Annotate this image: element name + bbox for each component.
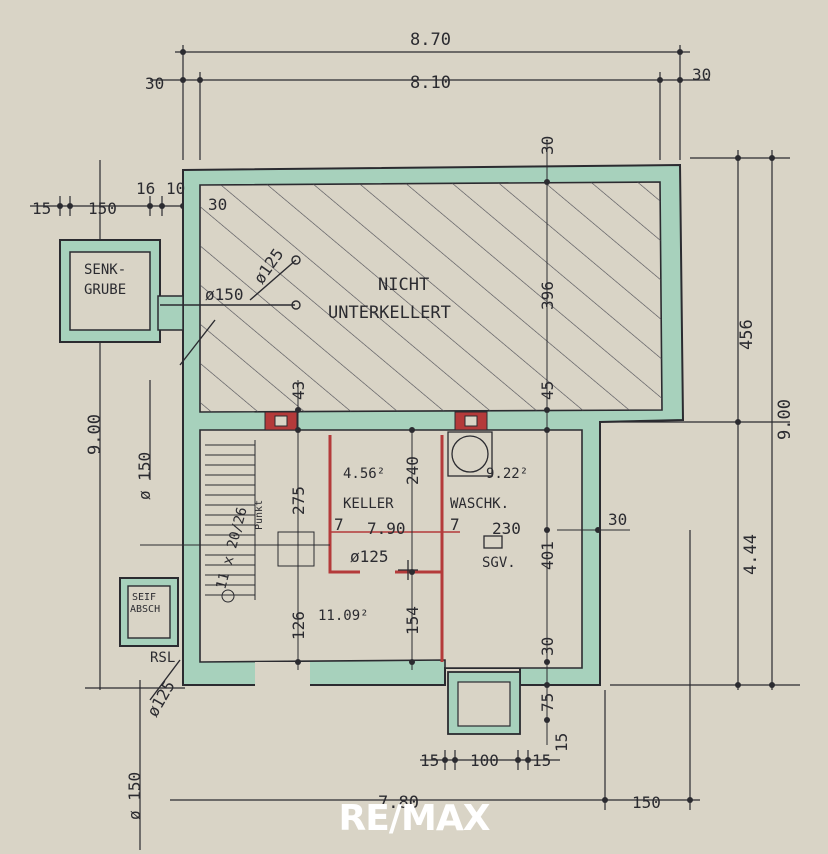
dim-10: 10 <box>166 179 185 198</box>
chimneys <box>264 411 488 431</box>
unexcavated-label-1: NICHT <box>378 275 429 295</box>
dim-900-left: 9.00 <box>85 414 105 455</box>
pipes <box>149 255 301 701</box>
wasch-area: 9.22² <box>486 466 528 482</box>
dim-456: 456 <box>737 319 757 350</box>
dim-126: 126 <box>289 611 308 640</box>
cess-pit-label-1: SENK- <box>84 262 126 278</box>
cess-pit <box>59 239 184 343</box>
dim-240: 240 <box>403 456 422 485</box>
outer-walls <box>182 163 685 686</box>
dim-275: 275 <box>289 486 308 515</box>
dim-15: 15 <box>32 199 51 218</box>
dim-30-upper: 30 <box>538 136 557 155</box>
bottom-width: 7.80 <box>378 793 419 813</box>
fixtures <box>398 431 503 580</box>
punkt-label: Punkt <box>254 500 265 530</box>
dim-396: 396 <box>538 281 557 310</box>
dim-15-vertical: 15 <box>552 733 571 752</box>
dimension-dots-right <box>735 155 775 688</box>
light-well <box>447 671 521 735</box>
basement-interior <box>199 429 583 669</box>
remax-logo: RE/MAX <box>338 798 491 839</box>
unexcavated-hatch <box>200 182 662 412</box>
bottom-offset: 150 <box>632 793 661 812</box>
dim-150: 150 <box>88 199 117 218</box>
dim-900-right: 9.00 <box>775 399 795 440</box>
dim-15-left-bottom: 15 <box>420 751 439 770</box>
keller-name: KELLER <box>343 496 394 512</box>
stair-room-area: 11.09² <box>318 608 369 624</box>
top-left-offset: 30 <box>145 74 164 93</box>
soap-separator <box>119 577 179 647</box>
sgv-label: SGV. <box>482 555 516 571</box>
dim-790: 7.90 <box>367 519 406 538</box>
unexcavated-label-2: UNTERKELLERT <box>328 303 451 323</box>
dim-230: 230 <box>492 519 521 538</box>
dim-7-right: 7 <box>450 515 460 534</box>
pipe-150-upper: ø 150 <box>135 452 154 500</box>
dim-43: 43 <box>289 381 308 400</box>
dim-45: 45 <box>538 381 557 400</box>
interior-dim-dots <box>295 179 601 723</box>
dimension-dots-top <box>57 49 683 209</box>
pipe-125-floor: ø125 <box>350 547 389 566</box>
rsl-label: RSL <box>150 650 175 666</box>
pipe-150-label: ø150 <box>205 285 244 304</box>
dim-75: 75 <box>538 693 557 712</box>
top-inner-width: 8.10 <box>410 73 451 93</box>
top-right-offset: 30 <box>692 65 711 84</box>
dim-30-bottom: 30 <box>538 637 557 656</box>
dim-30-right: 30 <box>608 510 627 529</box>
dim-7-left: 7 <box>334 515 344 534</box>
staircase <box>140 440 330 603</box>
pipe-150-lower: ø 150 <box>125 772 144 820</box>
soap-label-1: SEIF <box>132 592 156 603</box>
partition-walls <box>328 435 444 662</box>
dim-401: 401 <box>538 541 557 570</box>
dim-154: 154 <box>403 606 422 635</box>
dimension-dots-bottom <box>442 757 693 803</box>
soap-label-2: ABSCH <box>130 604 160 615</box>
dim-15-right-bottom: 15 <box>532 751 551 770</box>
cess-pit-label-2: GRUBE <box>84 282 126 298</box>
top-outer-width: 8.70 <box>410 30 451 50</box>
dim-30-left: 30 <box>208 195 227 214</box>
keller-area: 4.56² <box>343 466 385 482</box>
wasch-name: WASCHK. <box>450 496 509 512</box>
dim-100: 100 <box>470 751 499 770</box>
opening-bottom <box>255 662 310 686</box>
dim-444: 4.44 <box>741 534 761 575</box>
dim-16: 16 <box>136 179 155 198</box>
